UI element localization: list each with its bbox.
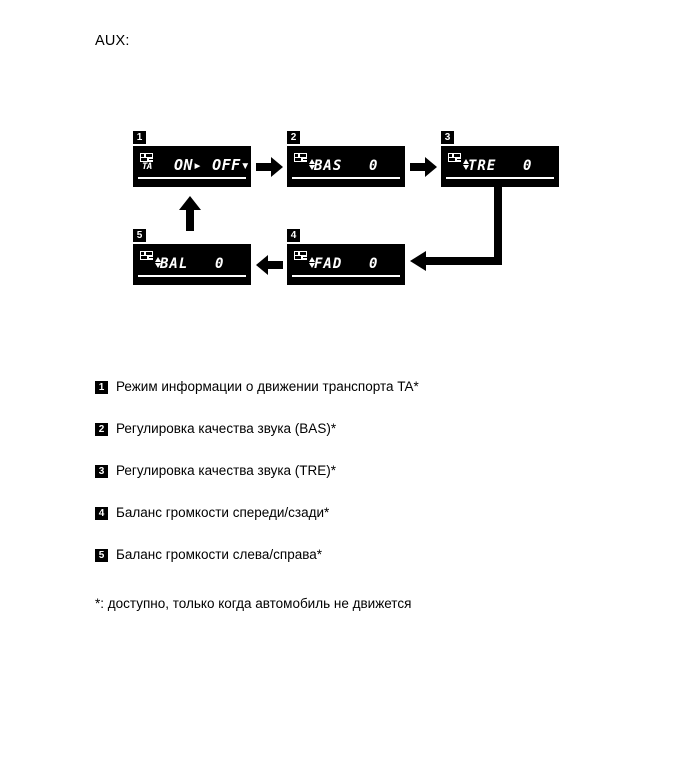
lcd-display-panel-1: TA ON▸ OFF▾ [133, 146, 251, 187]
arrow-panel5-to-panel1-icon [179, 196, 201, 231]
caption-label-4: Баланс громкости спереди/сзади* [116, 505, 330, 520]
caption-badge-1: 1 [95, 381, 108, 394]
audio-mode-flow-diagram: 1 2 3 4 5 TA ON▸ OFF▾ BAS 0 TRE 0 FAD 0 [0, 0, 691, 330]
up-down-caret-icon [463, 159, 469, 170]
lcd-param-name: TRE [468, 158, 497, 174]
lcd-onoff-text: ON▸ OFF▾ [174, 156, 251, 174]
caption-item-4: 4 Баланс громкости спереди/сзади* [0, 498, 691, 540]
mode-icon [140, 153, 153, 162]
mode-icon [448, 153, 461, 162]
caption-item-3: 3 Регулировка качества звука (TRE)* [0, 456, 691, 498]
lcd-param-value: 0 [523, 158, 533, 174]
caption-item-5: 5 Баланс громкости слева/справа* [0, 540, 691, 582]
caption-item-1: 1 Режим информации о движении транспорта… [0, 372, 691, 414]
mode-icon [294, 153, 307, 162]
arrow-panel2-to-panel3-icon [410, 157, 437, 177]
footnote: *: доступно, только когда автомобиль не … [95, 596, 412, 611]
lcd-underline [138, 275, 246, 277]
caption-label-3: Регулировка качества звука (TRE)* [116, 463, 337, 478]
arrow-panel3-to-panel4-icon [410, 187, 502, 271]
diagram-badge-4: 4 [287, 229, 300, 242]
diagram-badge-3: 3 [441, 131, 454, 144]
mode-icon [294, 251, 307, 260]
caption-label-1: Режим информации о движении транспорта T… [116, 379, 419, 394]
lcd-param-name: BAS [314, 158, 343, 174]
lcd-param-value: 0 [215, 256, 225, 272]
lcd-param-value: 0 [369, 256, 379, 272]
up-down-caret-icon [155, 257, 161, 268]
diagram-badge-2: 2 [287, 131, 300, 144]
caption-list: 1 Режим информации о движении транспорта… [0, 372, 691, 582]
lcd-display-panel-2: BAS 0 [287, 146, 405, 187]
caption-badge-3: 3 [95, 465, 108, 478]
lcd-ta-label: TA [142, 162, 152, 172]
mode-icon [140, 251, 153, 260]
lcd-underline [446, 177, 554, 179]
lcd-underline [292, 275, 400, 277]
lcd-display-panel-3: TRE 0 [441, 146, 559, 187]
arrow-panel4-to-panel5-icon [256, 255, 283, 275]
arrow-panel1-to-panel2-icon [256, 157, 283, 177]
lcd-underline [292, 177, 400, 179]
caption-badge-5: 5 [95, 549, 108, 562]
lcd-param-name: BAL [160, 256, 189, 272]
lcd-param-name: FAD [314, 256, 343, 272]
lcd-display-panel-4: FAD 0 [287, 244, 405, 285]
up-down-caret-icon [309, 159, 315, 170]
caption-item-2: 2 Регулировка качества звука (BAS)* [0, 414, 691, 456]
caption-label-5: Баланс громкости слева/справа* [116, 547, 322, 562]
lcd-param-value: 0 [369, 158, 379, 174]
caption-badge-2: 2 [95, 423, 108, 436]
lcd-display-panel-5: BAL 0 [133, 244, 251, 285]
diagram-badge-5: 5 [133, 229, 146, 242]
diagram-badge-1: 1 [133, 131, 146, 144]
up-down-caret-icon [309, 257, 315, 268]
caption-badge-4: 4 [95, 507, 108, 520]
caption-label-2: Регулировка качества звука (BAS)* [116, 421, 337, 436]
lcd-underline [138, 177, 246, 179]
page-title: AUX: [95, 33, 130, 49]
